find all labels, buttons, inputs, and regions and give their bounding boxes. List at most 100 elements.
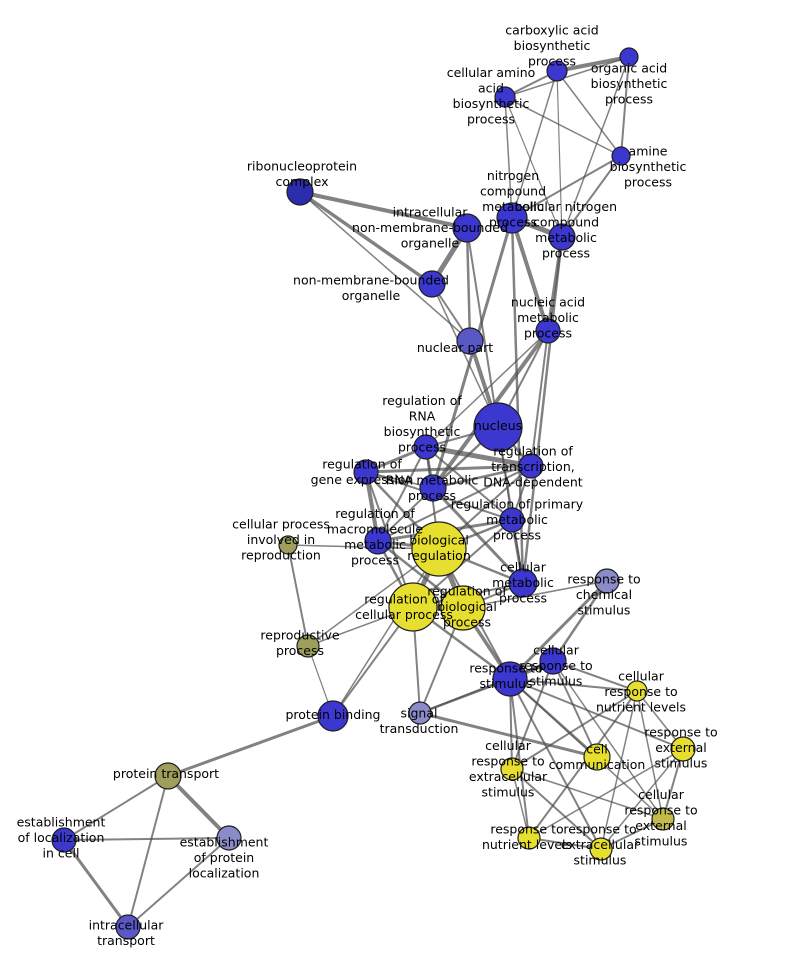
node-cell-resp-extracellular[interactable]	[500, 757, 524, 781]
edge-reg-transcription--reg-macro[interactable]	[377, 465, 532, 542]
edge-protein-transport--est-loc-cell[interactable]	[63, 775, 169, 841]
edge-organic--amine[interactable]	[620, 56, 630, 157]
edge-cell-resp-nutrient--cell-resp-extracellular[interactable]	[511, 690, 638, 770]
edge-nmb-org--nucleus[interactable]	[431, 283, 499, 428]
edge-cellular-amino--amine[interactable]	[504, 96, 622, 157]
node-cell-resp-external[interactable]	[651, 807, 675, 831]
edge-amine--nitrogen[interactable]	[511, 155, 622, 219]
node-cellular-metabolic[interactable]	[508, 568, 538, 598]
edge-protein-binding--protein-transport[interactable]	[166, 714, 335, 778]
node-carboxylic[interactable]	[546, 60, 568, 82]
edge-cell-resp-stim--signal[interactable]	[419, 660, 554, 714]
edge-protein-transport--est-protein-loc[interactable]	[166, 774, 231, 840]
edge-cell-resp-extracellular--cell-resp-external[interactable]	[511, 768, 664, 820]
edge-cell-resp-nutrient--cell-resp-external[interactable]	[636, 690, 664, 820]
edge-organic--cellular-nitrogen[interactable]	[561, 56, 630, 238]
edge-est-loc-cell--est-protein-loc[interactable]	[63, 837, 230, 841]
node-cell-resp-stim[interactable]	[539, 647, 567, 675]
node-bio-reg[interactable]	[411, 521, 467, 577]
node-intracellular-org[interactable]	[452, 213, 482, 243]
edge-protein-binding--bio-reg[interactable]	[332, 548, 440, 717]
node-cell-communication[interactable]	[583, 743, 611, 771]
edge-intracellular-org--nuclear-part[interactable]	[465, 226, 472, 343]
edge-cellular-nitrogen--cellular-metabolic[interactable]	[521, 235, 564, 585]
edge-cellular-amino--nitrogen[interactable]	[504, 96, 513, 219]
edge-nucleic--reg-transcription[interactable]	[530, 330, 549, 467]
node-cpr[interactable]	[278, 535, 298, 555]
edge-cell-resp-extracellular--resp-nutrient[interactable]	[511, 768, 530, 839]
edge-resp-external--resp-nutrient[interactable]	[528, 748, 684, 839]
edge-resp-stim--cell-resp-nutrient[interactable]	[509, 678, 638, 692]
edge-cell-resp-extracellular--resp-extracellular[interactable]	[511, 768, 602, 850]
node-nuclear-part[interactable]	[456, 327, 484, 355]
edge-cpr--reproductive[interactable]	[287, 544, 309, 647]
edge-protein-transport--intracellular-transport[interactable]	[127, 775, 169, 928]
edge-resp-stim--resp-extracellular[interactable]	[509, 678, 602, 850]
edge-resp-chemical--cell-resp-stim[interactable]	[551, 579, 609, 663]
edge-est-protein-loc--intracellular-transport[interactable]	[127, 837, 230, 928]
node-resp-external[interactable]	[670, 736, 696, 762]
node-est-protein-loc[interactable]	[216, 825, 242, 851]
edge-ribo--nmb-org[interactable]	[298, 190, 434, 286]
node-amine[interactable]	[611, 146, 631, 166]
node-signal[interactable]	[408, 701, 432, 725]
edge-cell-resp-stim--cell-resp-extracellular[interactable]	[511, 660, 554, 770]
node-reg-rna[interactable]	[413, 434, 439, 460]
edge-reg-transcription--rna-metabolic[interactable]	[431, 464, 533, 490]
edge-resp-stim--resp-external[interactable]	[509, 678, 684, 750]
node-organic[interactable]	[619, 47, 639, 67]
edge-resp-stim--resp-nutrient[interactable]	[509, 678, 530, 839]
edge-cell-resp-stim--cell-communication[interactable]	[552, 660, 598, 758]
node-est-loc-cell[interactable]	[51, 827, 77, 853]
edge-est-loc-cell--intracellular-transport[interactable]	[62, 838, 130, 929]
node-reg-gene[interactable]	[353, 459, 379, 485]
node-ribo[interactable]	[286, 178, 314, 206]
edge-intracellular-org--nucleus[interactable]	[466, 227, 499, 428]
edge-ribo--nuclear-part[interactable]	[299, 191, 471, 342]
node-reg-macro[interactable]	[364, 527, 392, 555]
node-reg-primary[interactable]	[499, 507, 525, 533]
node-nucleic[interactable]	[535, 318, 561, 344]
node-resp-stim[interactable]	[492, 661, 528, 697]
edge-resp-chemical--reg-biological[interactable]	[462, 580, 608, 609]
edge-carboxylic--nitrogen[interactable]	[511, 70, 558, 219]
edge-reg-rna--reg-primary[interactable]	[425, 446, 513, 521]
edge-resp-external--resp-extracellular[interactable]	[600, 748, 684, 850]
node-reproductive[interactable]	[296, 634, 320, 658]
edge-cell-resp-nutrient--resp-nutrient[interactable]	[528, 690, 638, 839]
node-reg-cellular[interactable]	[388, 582, 438, 632]
edge-nitrogen--nucleic[interactable]	[510, 216, 550, 333]
node-protein-transport[interactable]	[154, 762, 182, 790]
edge-resp-nutrient--resp-extracellular[interactable]	[528, 837, 602, 850]
node-resp-chemical[interactable]	[594, 568, 620, 594]
node-protein-binding[interactable]	[317, 700, 349, 732]
edge-reg-rna--reg-transcription[interactable]	[423, 444, 534, 469]
edge-reg-transcription--reg-gene[interactable]	[364, 464, 533, 474]
edge-amine--cellular-nitrogen[interactable]	[561, 155, 622, 238]
edge-cell-resp-stim--cell-resp-nutrient[interactable]	[552, 660, 638, 692]
node-nitrogen[interactable]	[496, 202, 528, 234]
edge-organic--cellular-amino[interactable]	[504, 56, 630, 98]
edge-cell-resp-nutrient--resp-extracellular[interactable]	[600, 690, 638, 850]
node-resp-nutrient[interactable]	[517, 826, 541, 850]
node-rna-metabolic[interactable]	[419, 474, 447, 502]
edge-carboxylic--amine[interactable]	[556, 70, 622, 157]
edge-ribo--intracellular-org[interactable]	[298, 190, 469, 230]
edge-reg-rna--reg-macro[interactable]	[377, 446, 427, 542]
node-intracellular-transport[interactable]	[115, 914, 141, 940]
node-nucleus[interactable]	[473, 402, 523, 452]
node-cellular-nitrogen[interactable]	[548, 223, 576, 251]
edge-carboxylic--cellular-nitrogen[interactable]	[556, 70, 563, 238]
edge-carboxylic--organic[interactable]	[555, 55, 631, 73]
edge-cellular-amino--cellular-nitrogen[interactable]	[504, 96, 563, 238]
node-resp-extracellular[interactable]	[589, 837, 613, 861]
node-cellular-amino[interactable]	[494, 86, 516, 108]
edge-rna-metabolic--cellular-metabolic[interactable]	[431, 486, 525, 585]
node-cell-resp-nutrient[interactable]	[626, 680, 648, 702]
node-reg-biological[interactable]	[440, 585, 486, 631]
node-nmb-org[interactable]	[418, 270, 446, 298]
node-reg-transcription[interactable]	[518, 453, 544, 479]
edge-cell-communication--signal[interactable]	[418, 711, 599, 759]
